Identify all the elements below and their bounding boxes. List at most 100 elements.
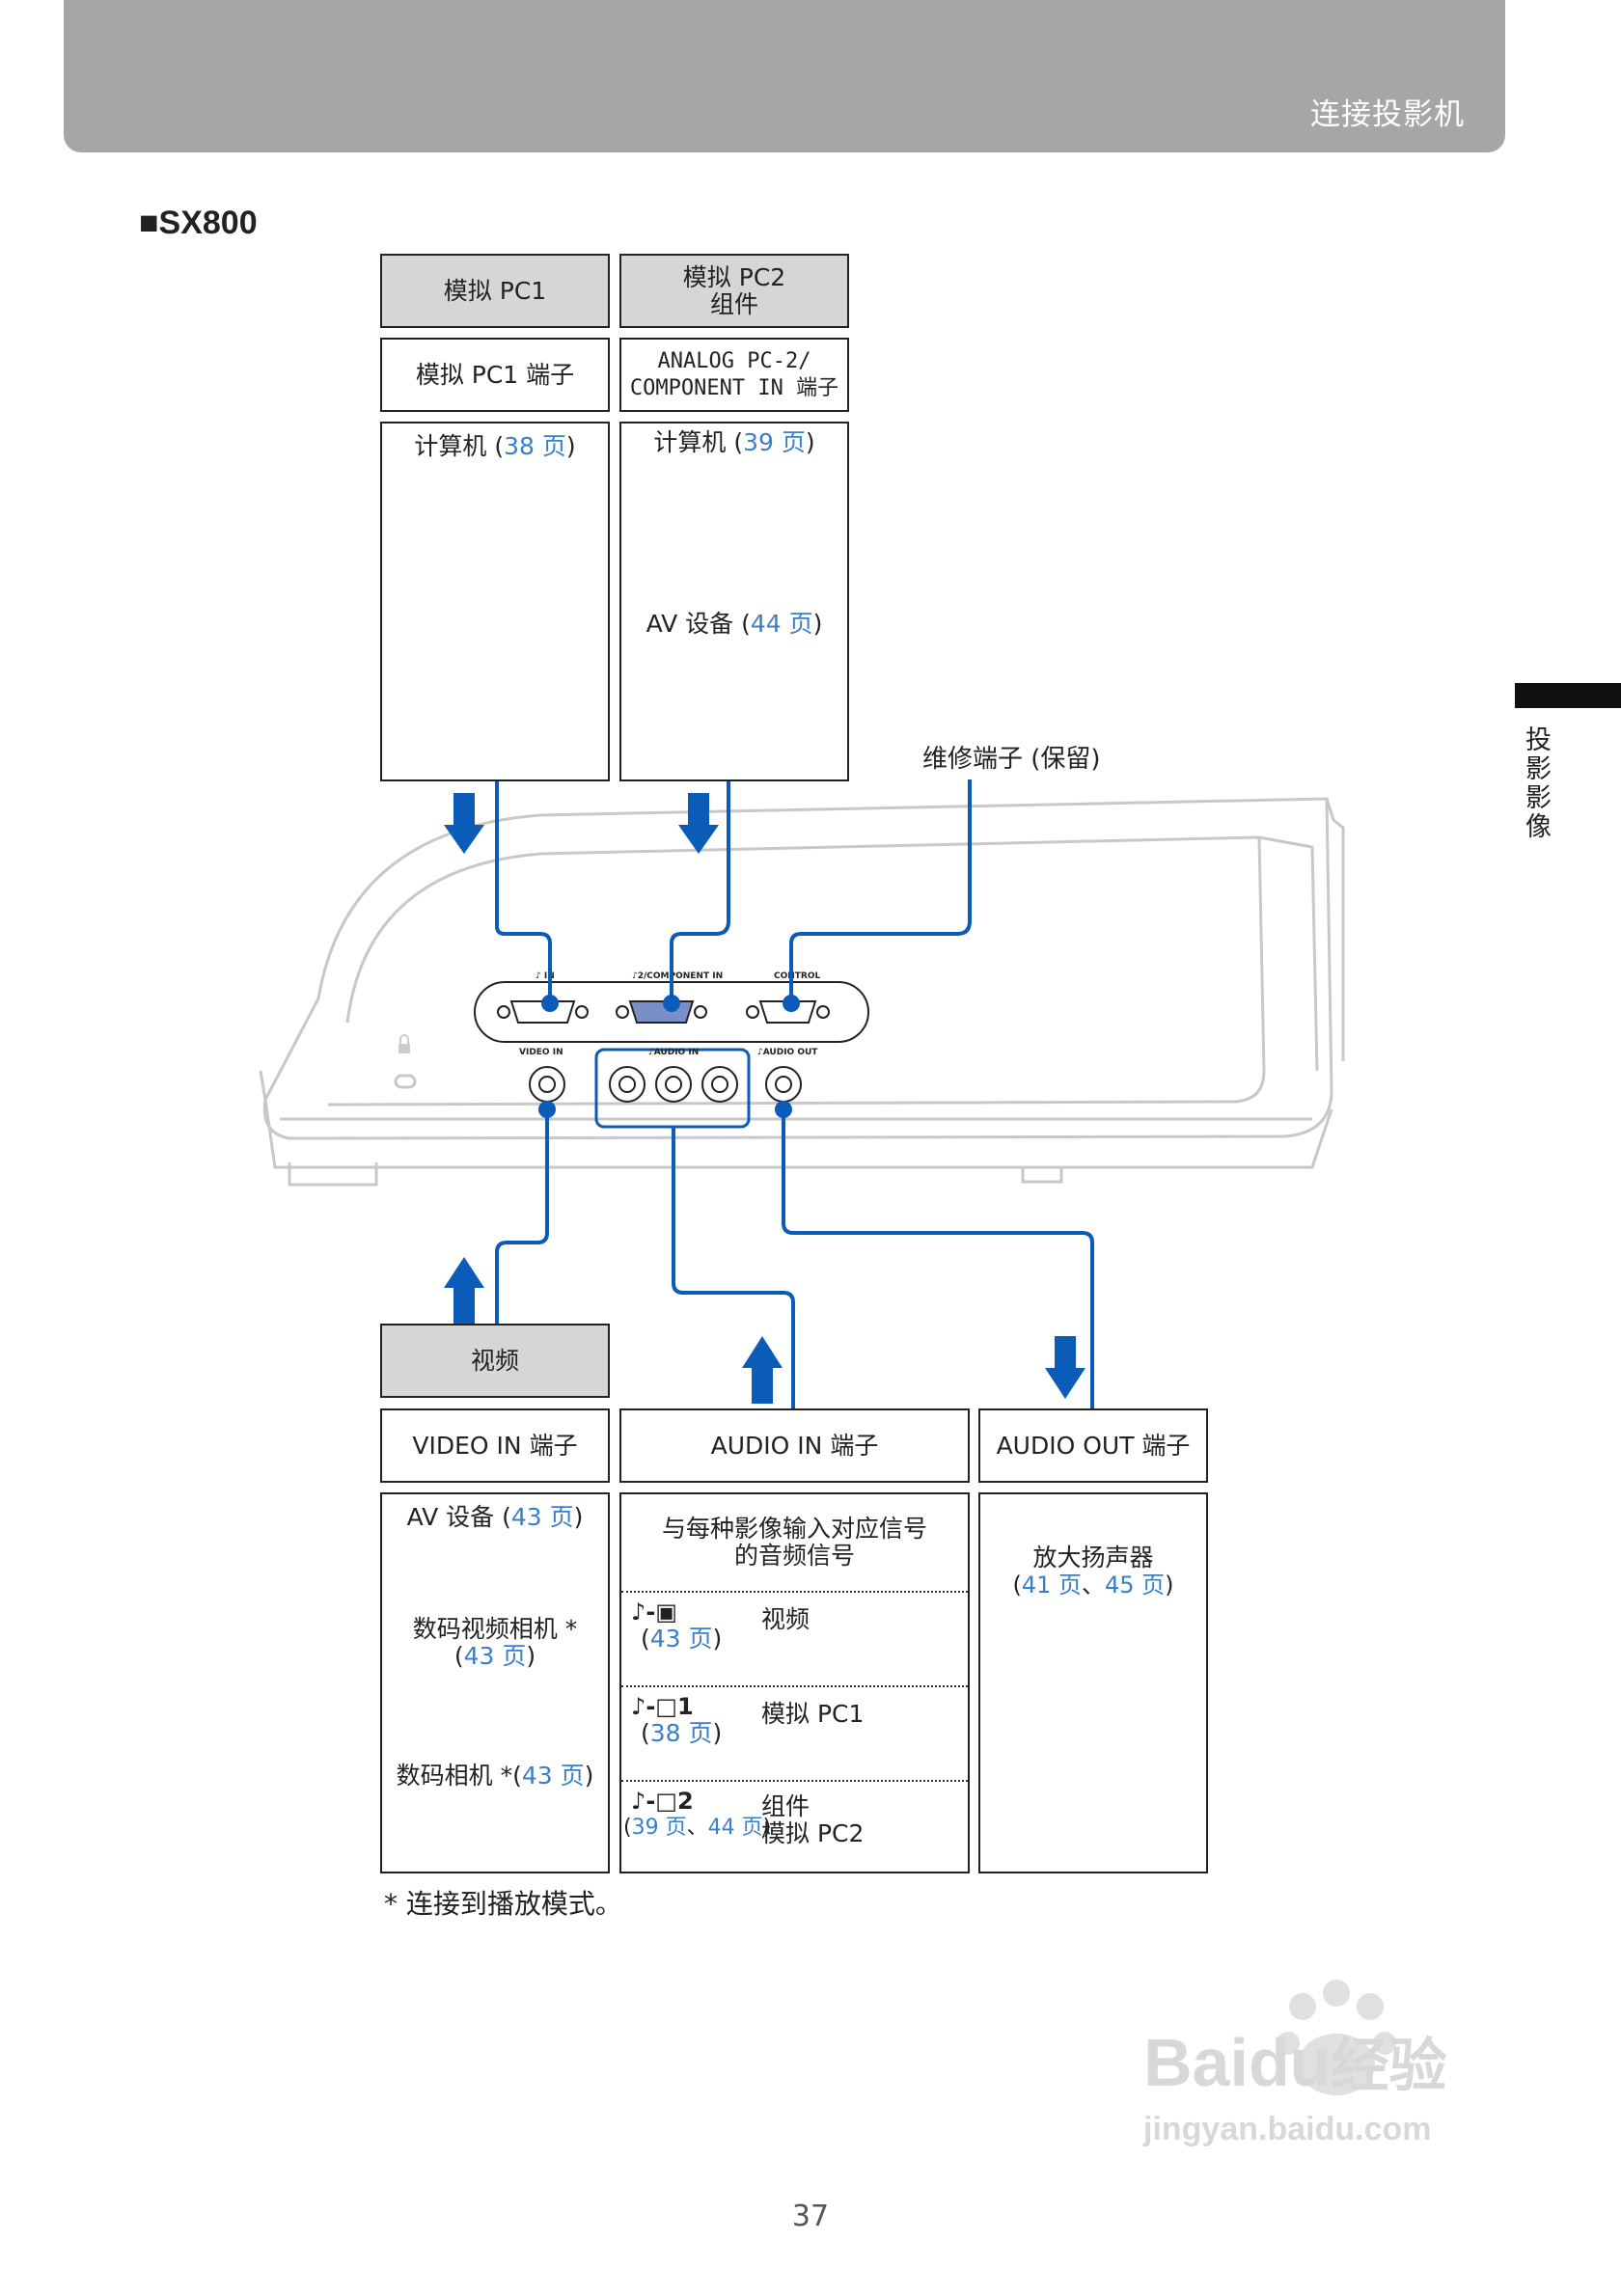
audio-out-device-box: 放大扬声器 (41 页、45 页) xyxy=(978,1492,1208,1873)
close-paren: ) xyxy=(762,1816,772,1840)
watermark-paw-icon xyxy=(1277,1980,1396,2095)
pc2-dev1-close: ) xyxy=(805,428,815,456)
control-label: CONTROL xyxy=(774,971,821,981)
pc2-head-line2: 组件 xyxy=(709,289,758,318)
pc2-head-line1: 模拟 PC2 xyxy=(682,262,786,291)
arrow-down-pc1 xyxy=(444,793,484,854)
pc2-device-box: 计算机 (39 页) AV 设备 (44 页) xyxy=(619,422,849,781)
model-heading: ■SX800 xyxy=(139,205,258,241)
video-terminal: VIDEO IN 端子 xyxy=(380,1408,610,1483)
cables xyxy=(495,779,1094,1410)
audio-in-desc-line1: 与每种影像输入对应信号 xyxy=(661,1515,927,1543)
watermark-text-jingyan: 经验 xyxy=(1331,2034,1447,2098)
arrow-down-audio-out xyxy=(1045,1336,1085,1399)
lock-icon xyxy=(398,1034,410,1053)
video-dev3-label: 数码相机 *( xyxy=(396,1762,522,1790)
video-dev1-close: ) xyxy=(573,1503,584,1531)
close-paren: ) xyxy=(1165,1572,1174,1599)
video-terminal-text: VIDEO IN 端子 xyxy=(412,1431,578,1460)
pc2-port xyxy=(628,1000,695,1024)
row3-text1: 组件 xyxy=(761,1792,810,1820)
pc1-dev-ref[interactable]: 38 页 xyxy=(504,432,566,460)
pc1-dev-close: ) xyxy=(565,432,576,460)
row1-ref[interactable]: 43 页 xyxy=(649,1625,713,1653)
divider xyxy=(621,1685,968,1687)
video-device-box: AV 设备 (43 页) 数码视频相机 * (43 页) 数码相机 *(43 页… xyxy=(380,1492,610,1873)
audio-in-signal-box: 与每种影像输入对应信号 的音频信号 ♪-▣ (43 页) 视频 ♪-□1 (38… xyxy=(619,1492,970,1873)
pc1-head: 模拟 PC1 xyxy=(380,254,610,328)
row3-text2: 模拟 PC2 xyxy=(761,1819,865,1847)
separator: 、 xyxy=(686,1816,708,1840)
audio-video-symbol: ♪-▣ xyxy=(631,1599,677,1626)
audio-out-ref-a[interactable]: 41 页 xyxy=(1021,1572,1082,1599)
maintenance-terminal-label: 维修端子 (保留) xyxy=(922,745,1101,774)
rca-jacks xyxy=(529,1066,802,1103)
video-dev2-close: ) xyxy=(526,1642,536,1670)
open-paren: ( xyxy=(623,1816,632,1840)
watermark: Baidu经验 jingyan.baidu.com xyxy=(1143,2024,1446,2148)
arrow-down-pc2 xyxy=(678,793,719,854)
pc1-head-text: 模拟 PC1 xyxy=(443,276,547,305)
row3-ref-b[interactable]: 44 页 xyxy=(707,1816,763,1840)
video-dev2-label: 数码视频相机 * xyxy=(412,1615,578,1643)
pc1-port xyxy=(497,1000,589,1024)
pc2-dev2-close: ) xyxy=(812,610,823,638)
arrow-up-audio-in xyxy=(742,1336,783,1404)
divider xyxy=(621,1780,968,1782)
pc1-in-label: ♪ IN xyxy=(536,971,555,981)
row1-text: 视频 xyxy=(761,1605,810,1633)
arrow-up-video xyxy=(444,1257,484,1324)
audio-out-ref-b[interactable]: 45 页 xyxy=(1105,1572,1166,1599)
pc2-dev1-label: 计算机 ( xyxy=(653,428,744,456)
pc2-head: 模拟 PC2 组件 xyxy=(619,254,849,328)
control-port xyxy=(746,1000,830,1024)
pc1-terminal: 模拟 PC1 端子 xyxy=(380,338,610,412)
audio-in-label: ♪AUDIO IN xyxy=(648,1048,699,1057)
video-dev1-ref[interactable]: 43 页 xyxy=(510,1503,574,1531)
row2-ref[interactable]: 38 页 xyxy=(649,1719,713,1747)
open-paren: ( xyxy=(641,1625,650,1653)
video-in-label: VIDEO IN xyxy=(519,1048,563,1057)
header-bar: 连接投影机 xyxy=(64,0,1505,152)
pc2-terminal: ANALOG PC-2/ COMPONENT IN 端子 xyxy=(619,338,849,412)
video-dev3-ref[interactable]: 43 页 xyxy=(521,1762,585,1790)
pc2-dev2-label: AV 设备 ( xyxy=(646,610,751,638)
watermark-text: Bai xyxy=(1143,2025,1249,2100)
row2-text: 模拟 PC1 xyxy=(761,1700,865,1728)
signal-row-video: ♪-▣ (43 页) xyxy=(631,1599,722,1653)
video-dev2-ref[interactable]: 43 页 xyxy=(463,1642,527,1670)
video-dev2-open: ( xyxy=(453,1642,464,1670)
pc2-terminal-line1: ANALOG PC-2/ xyxy=(657,348,811,373)
close-paren: ) xyxy=(712,1625,723,1653)
video-head-text: 视频 xyxy=(470,1346,519,1375)
row3-ref-a[interactable]: 39 页 xyxy=(631,1816,687,1840)
side-tab-label: 投影影像 xyxy=(1521,725,1551,841)
audio-pc2-symbol: ♪-□2 xyxy=(631,1788,694,1815)
signal-row-pc1: ♪-□1 (38 页) xyxy=(631,1693,722,1747)
pc1-terminal-text: 模拟 PC1 端子 xyxy=(415,360,575,389)
pc2-dev1-ref[interactable]: 39 页 xyxy=(743,428,806,456)
pc1-device-box: 计算机 (38 页) xyxy=(380,422,610,781)
audio-in-desc-line2: 的音频信号 xyxy=(733,1542,855,1570)
watermark-text-du: du xyxy=(1248,2025,1332,2100)
close-paren: ) xyxy=(712,1719,723,1747)
audio-out-dev-label: 放大扬声器 xyxy=(1032,1544,1154,1572)
video-head: 视频 xyxy=(380,1324,610,1398)
arrows xyxy=(444,793,1085,1404)
side-tab-marker xyxy=(1515,683,1621,708)
audio-out-terminal-text: AUDIO OUT 端子 xyxy=(996,1431,1191,1460)
signal-row-pc2: ♪-□2 (39 页、44 页) xyxy=(623,1788,771,1842)
open-paren: ( xyxy=(641,1719,650,1747)
video-dev3-close: ) xyxy=(584,1762,594,1790)
watermark-url: jingyan.baidu.com xyxy=(1143,2111,1432,2147)
video-dev1-label: AV 设备 ( xyxy=(406,1503,511,1531)
audio-in-terminal: AUDIO IN 端子 xyxy=(619,1408,970,1483)
pc2-dev2-ref[interactable]: 44 页 xyxy=(750,610,813,638)
divider xyxy=(621,1591,968,1593)
audio-out-terminal: AUDIO OUT 端子 xyxy=(978,1408,1208,1483)
pc2-in-label: ♪2/COMPONENT IN xyxy=(632,971,723,981)
audio-pc1-symbol: ♪-□1 xyxy=(631,1693,694,1720)
header-title: 连接投影机 xyxy=(1310,97,1465,132)
audio-out-label: ♪AUDIO OUT xyxy=(757,1048,818,1057)
open-paren: ( xyxy=(1012,1572,1022,1599)
